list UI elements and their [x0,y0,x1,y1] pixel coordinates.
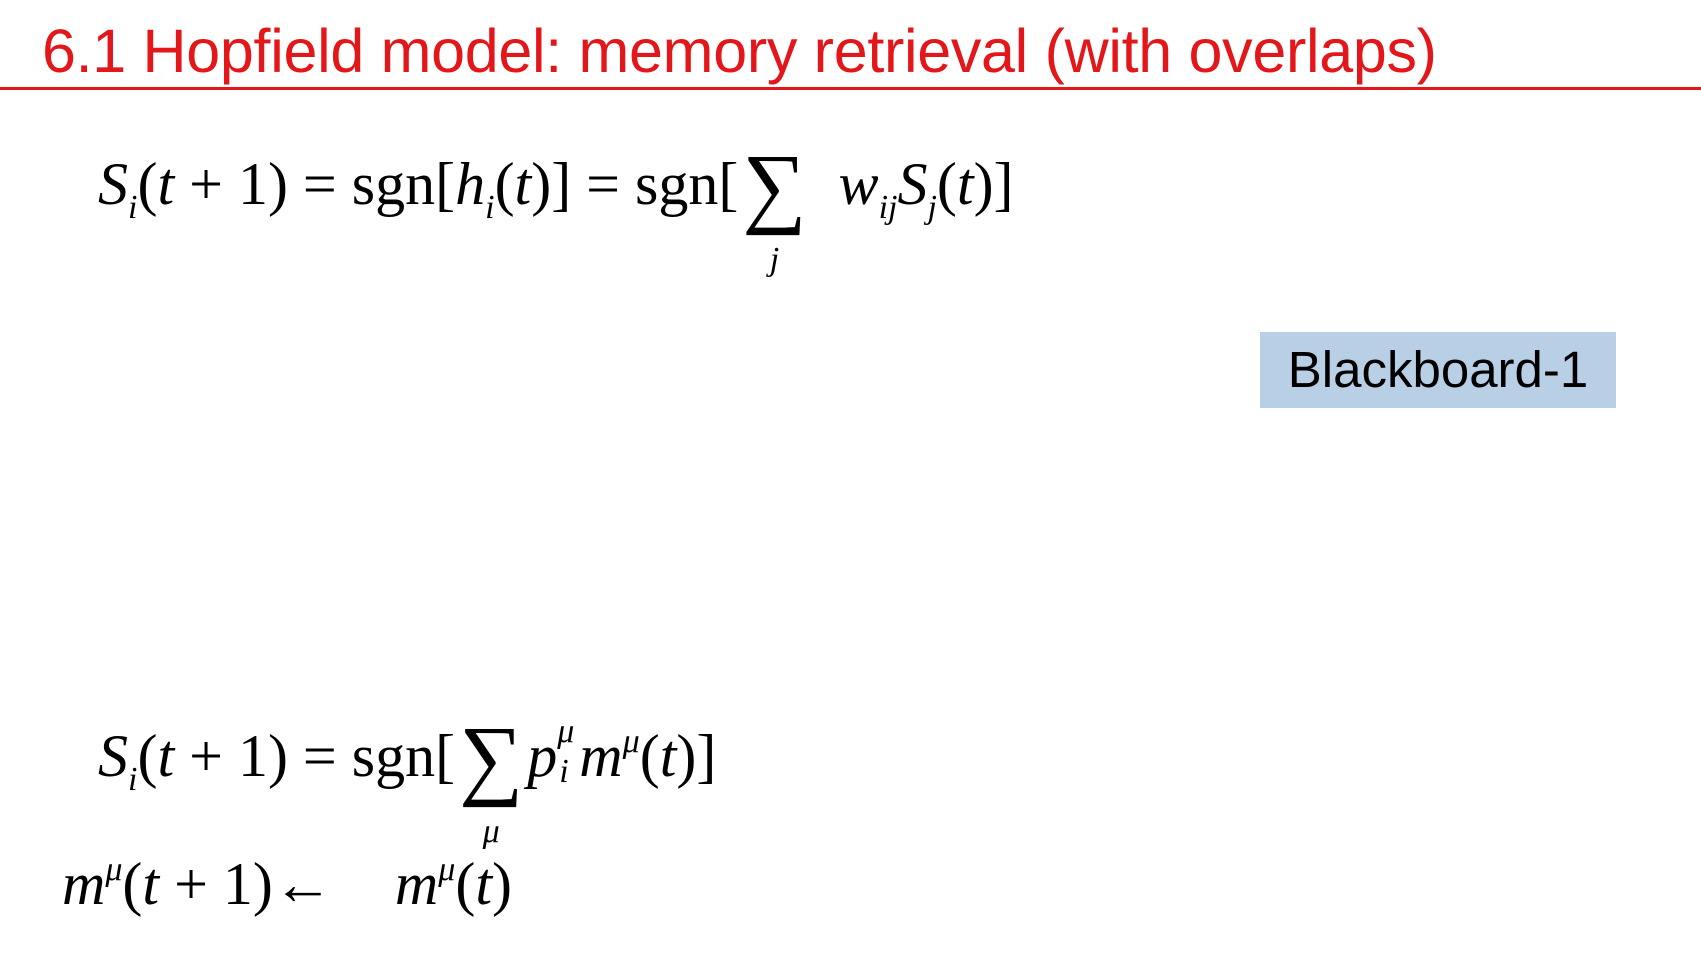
eq2-sum-glyph: ∑ [459,709,524,808]
eq2-sup-mu: μ [557,713,575,750]
eq2-t2: t [659,723,677,789]
eq2-plus-one: + 1) = sgn[ [174,723,456,789]
overlap-iteration-equation: mμ(t + 1)←mμ(t) [62,850,512,919]
eq1-w: w [838,151,879,217]
eq1-sub-j: j [927,189,937,226]
eq1-sum-glyph: ∑ [742,137,807,236]
eq1-open: ( [137,151,158,217]
eq1-sub-i2: i [485,189,495,226]
eq2-p: p [527,723,558,789]
eq2-sub-i2: i [559,753,569,790]
slide-title: 6.1 Hopfield model: memory retrieval (wi… [42,17,1437,85]
eq3-arrow: ← [272,851,333,917]
eq2-t: t [157,723,175,789]
eq2-sub-i: i [128,761,138,798]
eq3-open: ( [122,851,143,917]
eq2-S: S [98,723,128,789]
eq1-t3: t [956,151,974,217]
eq1-close: )] = sgn[ [531,151,739,217]
eq2-end: )] [676,723,717,789]
eq1-sub-ij: ij [878,189,898,226]
eq1-plus-one: + 1) = sgn[ [174,151,456,217]
eq1-open2: ( [936,151,957,217]
eq2-m: m [579,723,623,789]
eq1-sub-i: i [128,189,138,226]
eq3-m2: m [394,851,439,917]
eq2-sum-symbol: ∑μ [459,714,523,849]
eq1-sum-symbol: ∑j [742,142,806,277]
eq3-t2: t [475,851,492,917]
eq2-sum-index: μ [482,813,500,850]
eq1-end: )] [973,151,1014,217]
eq3-sup-mu2: μ [438,851,456,888]
eq1-paren: ( [494,151,515,217]
title-underline [0,87,1701,90]
eq1-S2: S [897,151,928,217]
eq3-sup-mu: μ [105,851,123,888]
eq2-open2: ( [639,723,660,789]
eq1-sum-index: j [769,241,780,278]
eq3-t: t [142,851,160,917]
blackboard-label: Blackboard-1 [1260,332,1616,408]
eq3-plus-one: + 1) [159,851,273,917]
eq3-open2: ( [455,851,476,917]
eq1-h: h [455,151,486,217]
eq1-t2: t [514,151,532,217]
eq2-open: ( [137,723,158,789]
eq3-end: ) [491,851,512,917]
eq1-t: t [157,151,175,217]
eq3-m: m [62,851,106,917]
eq1-S: S [98,151,128,217]
eq2-sup-mu2: μ [622,723,640,760]
